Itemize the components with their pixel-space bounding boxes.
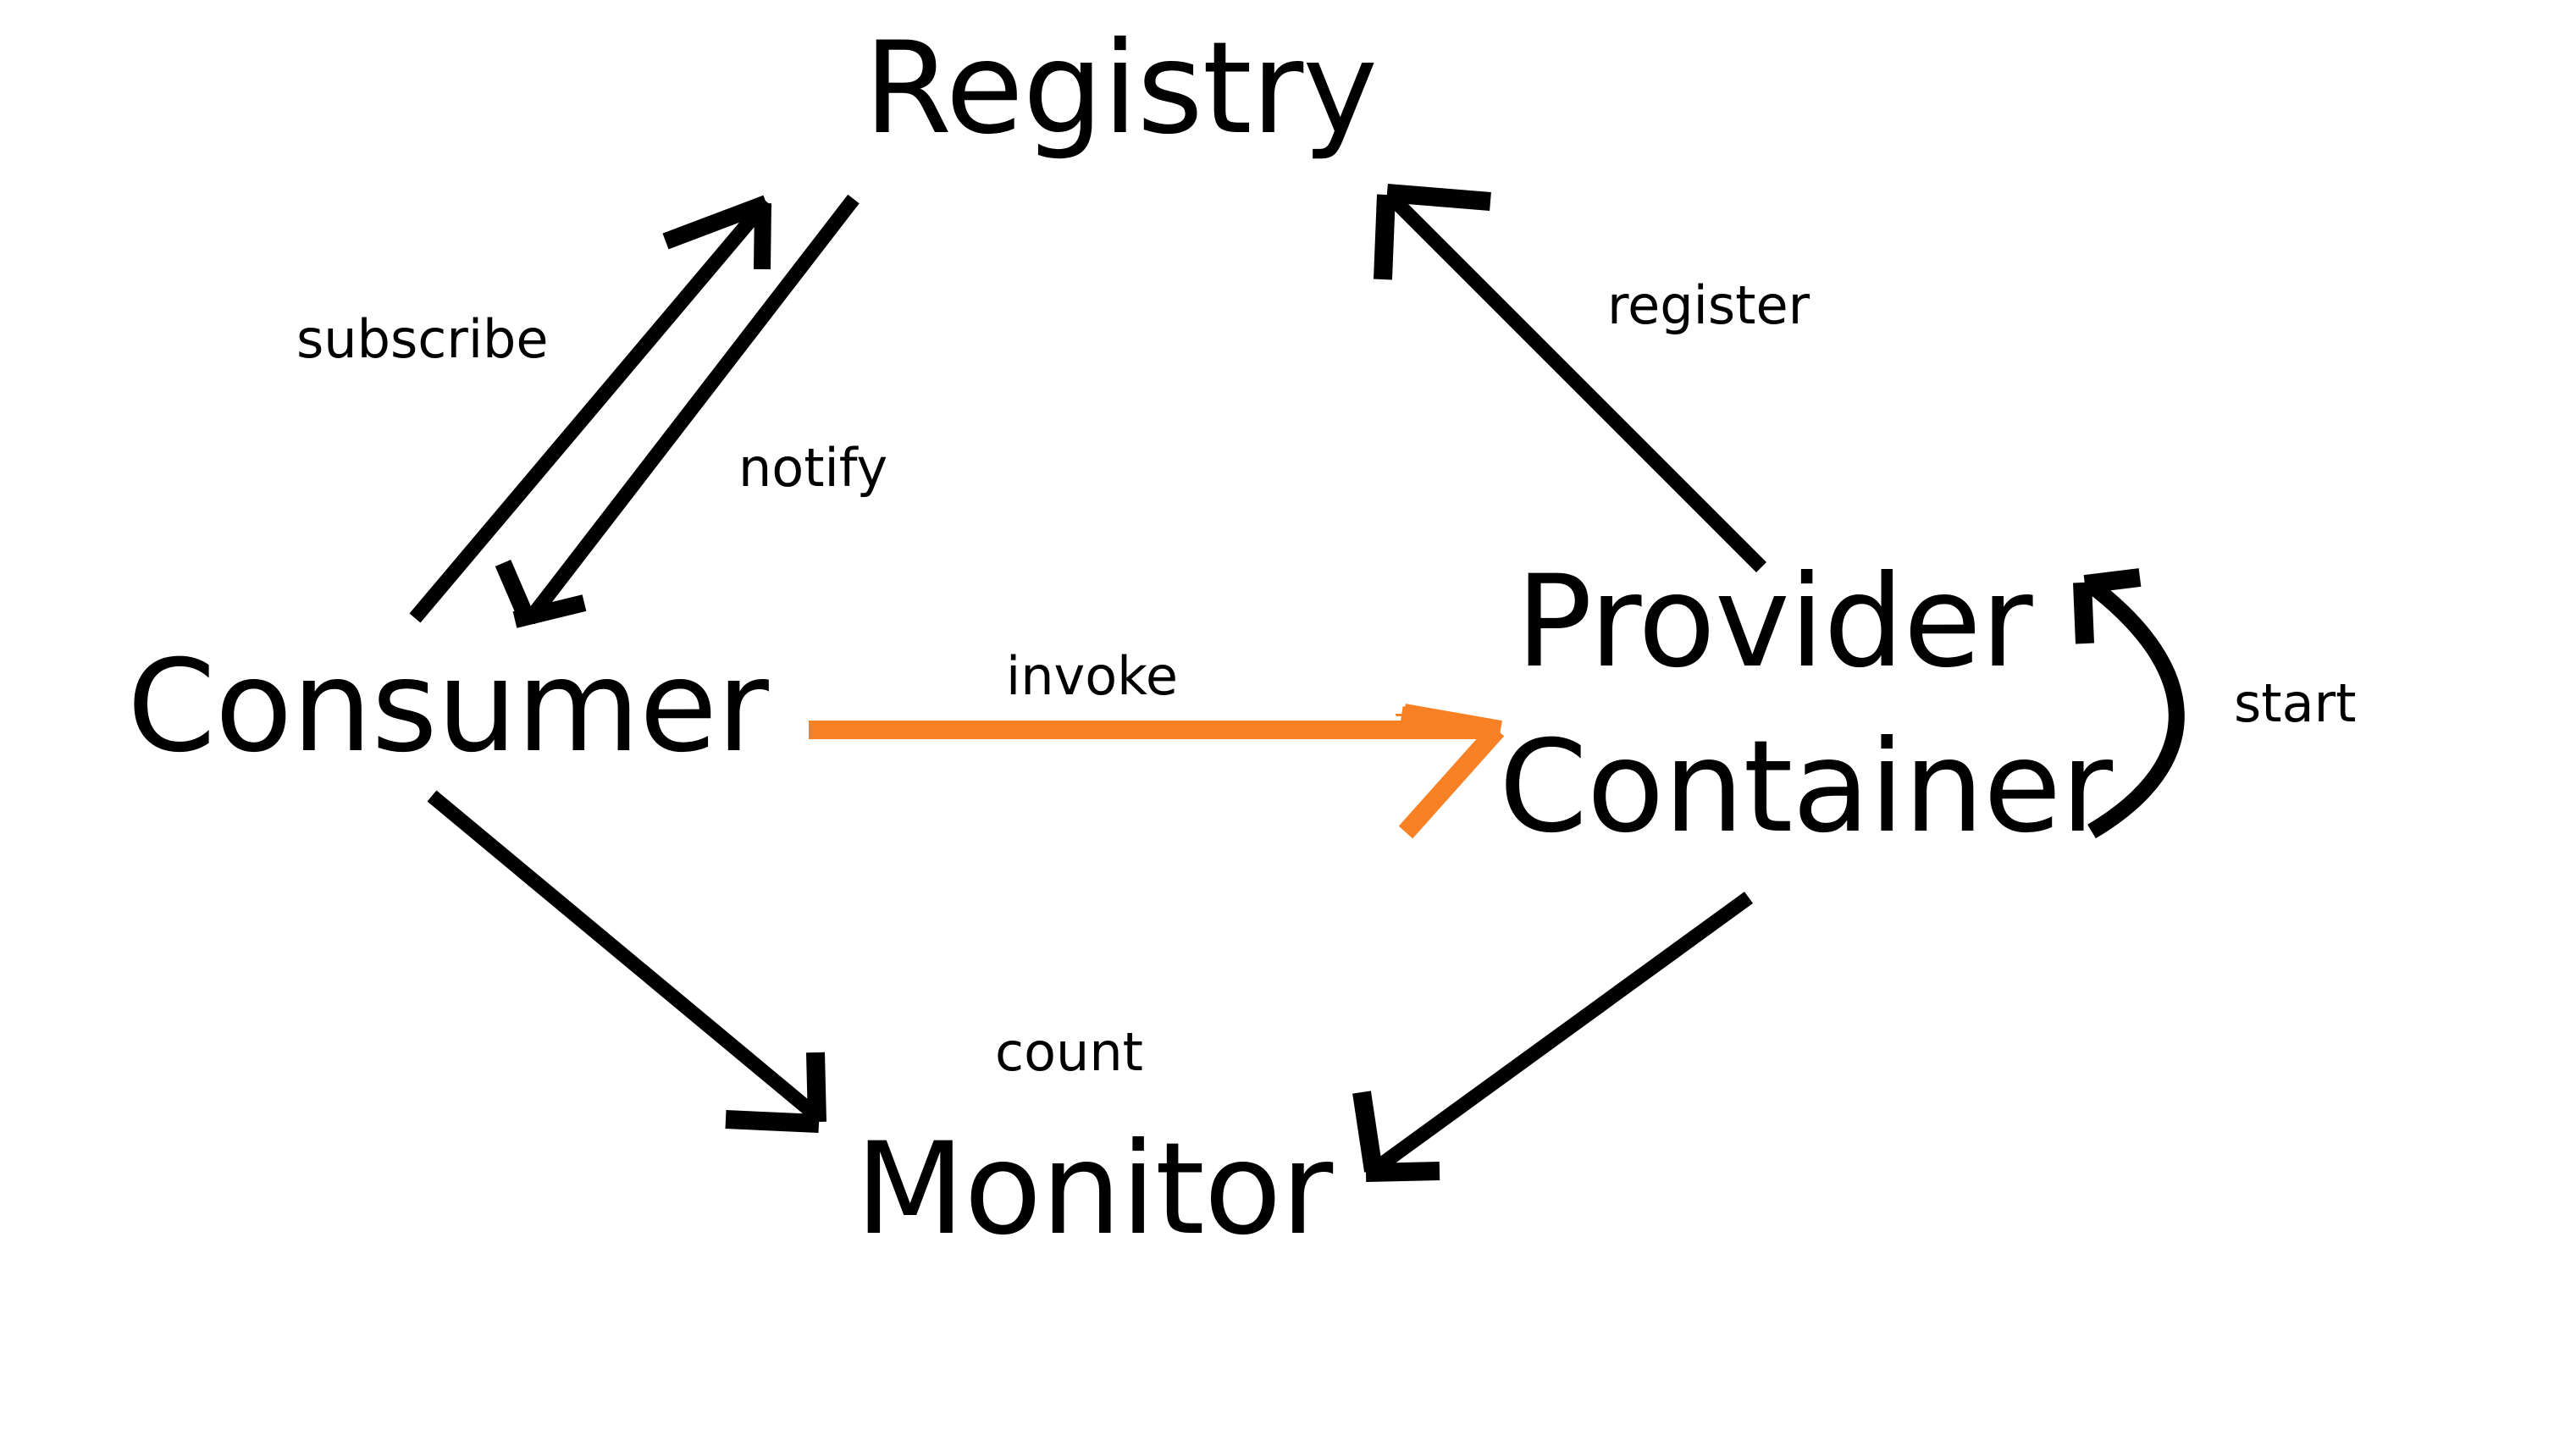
edge-invoke-arrowhead-tip [1402, 704, 1502, 739]
node-consumer[interactable]: Consumer [127, 633, 769, 781]
edge-notify-arrowhead [495, 560, 535, 621]
edge-label-notify: notify [738, 437, 888, 499]
edge-count-left-arrowhead-barb [806, 1052, 826, 1123]
edge-subscribe-line [409, 196, 772, 623]
node-monitor[interactable]: Monitor [855, 1116, 1333, 1263]
edge-count-right-arrowhead-barb [1352, 1091, 1383, 1173]
edge-start-arrowhead-barb [2073, 582, 2094, 644]
node-registry[interactable]: Registry [864, 15, 1378, 163]
edge-start-curve [2085, 577, 2185, 839]
edge-count-right [1352, 892, 1753, 1182]
edge-invoke [809, 704, 1505, 839]
edge-label-subscribe: subscribe [296, 308, 549, 370]
edge-label-invoke: invoke [1006, 645, 1178, 707]
edge-count-right-line [1369, 892, 1753, 1176]
edge-count-left-arrowhead [725, 1110, 820, 1133]
edge-count-left-line [427, 790, 824, 1124]
edge-start-arrowhead [2083, 568, 2142, 594]
edge-notify-arrowhead-barb [512, 594, 587, 628]
edge-register-arrowhead [1386, 184, 1491, 211]
edge-label-register: register [1607, 274, 1810, 336]
edge-subscribe-arrowhead [662, 195, 770, 250]
edge-count-left [427, 790, 826, 1133]
edge-notify [495, 194, 860, 628]
edge-register-line [1383, 189, 1767, 573]
edge-register [1374, 184, 1767, 573]
edge-label-start: start [2234, 672, 2357, 734]
node-container[interactable]: Container [1499, 714, 2113, 861]
edge-start [2073, 568, 2185, 839]
node-provider[interactable]: Provider [1516, 549, 2033, 696]
edge-subscribe-arrowhead-barb [754, 202, 771, 270]
edge-notify-line [523, 194, 860, 625]
edge-invoke-arrowhead-lower [1398, 723, 1505, 839]
edge-register-arrowhead-barb [1374, 194, 1396, 280]
edge-label-count: count [995, 1021, 1143, 1083]
edge-count-right-arrowhead [1365, 1162, 1440, 1182]
edge-subscribe [409, 195, 772, 623]
